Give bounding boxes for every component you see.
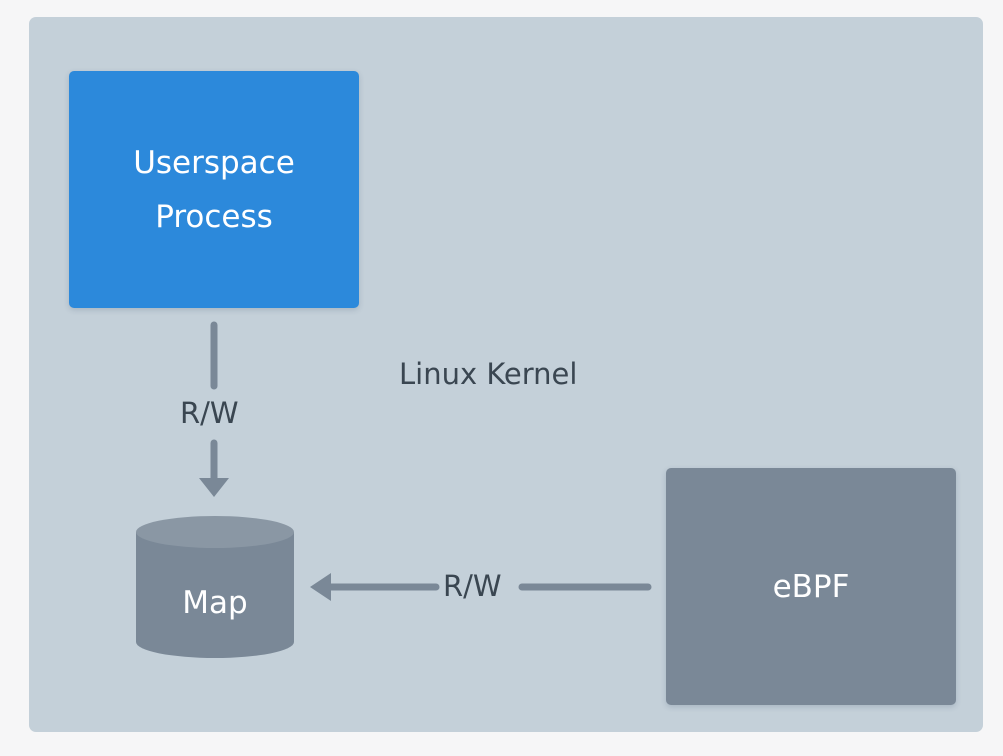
userspace-process-box: Userspace Process [69,71,359,308]
map-database-icon [136,516,294,658]
ebpf-map-arrowhead [310,573,331,601]
ebpf-map-edge-label: R/W [443,569,502,603]
userspace-map-arrowhead [199,478,229,497]
userspace-map-edge-label: R/W [180,396,239,430]
map-cylinder-body [136,532,294,658]
ebpf-box: eBPF [666,468,956,705]
ebpf-label: eBPF [772,568,850,605]
userspace-label-line2: Process [155,198,273,235]
userspace-label-line1: Userspace [133,144,295,181]
map-label: Map [182,585,248,621]
userspace-process-label: Userspace Process [133,136,295,244]
linux-kernel-label: Linux Kernel [399,357,578,391]
map-cylinder-top [136,516,294,548]
